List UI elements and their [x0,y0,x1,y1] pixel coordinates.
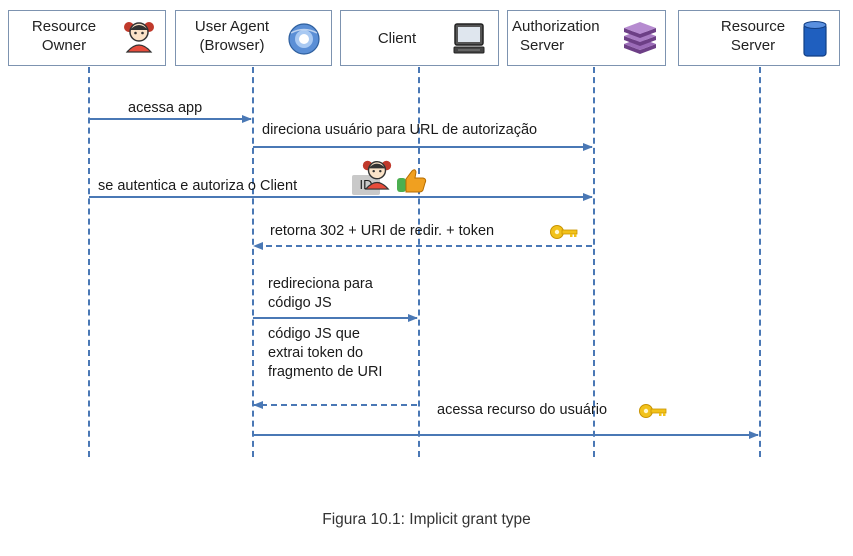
actor-label: Client [377,30,417,47]
computer-icon [453,23,485,54]
message-label: direciona usuário para URL de autorizaçã… [262,122,538,138]
girl-user-icon [124,22,154,53]
message-label: redireciona para código JS [268,276,373,311]
actor-label: Authorization [512,18,600,35]
actor-label: Server [730,37,776,54]
actor-resource-server: Resource Server [678,10,840,66]
actor-client: Client [340,10,499,66]
lifeline-user-agent [252,67,254,457]
message-label: acessa recurso do usuário [437,402,608,418]
key-icon [639,404,667,418]
message-label: retorna 302 + URI de redir. + token [270,223,495,239]
actor-label: (Browser) [199,37,265,54]
actor-resource-owner: Resource Owner [8,10,166,66]
browser-globe-icon [288,23,320,55]
actor-user-agent: User Agent (Browser) [175,10,332,66]
message-label: código JS que extrai token do fragmento … [268,326,383,380]
actor-label: User Agent [194,18,270,35]
actor-authorization-server: Authorization Server [507,10,666,66]
thumbs-up-icon [397,169,427,193]
message-label: acessa app [128,100,203,116]
actor-label: Resource [31,18,97,35]
lifeline-authorization-server [593,67,595,457]
actor-label: Resource [720,18,786,35]
actor-label: Server [520,37,565,54]
lifeline-resource-server [759,67,761,457]
message-label: se autentica e autoriza o Client [98,178,298,194]
database-icon [803,21,827,57]
key-icon [550,225,578,239]
girl-user-icon [362,160,392,190]
actor-label: Owner [41,37,87,54]
lifeline-client [418,67,420,457]
server-stack-icon [624,22,656,54]
figure-caption: Figura 10.1: Implicit grant type [322,511,531,528]
lifeline-resource-owner [88,67,90,457]
